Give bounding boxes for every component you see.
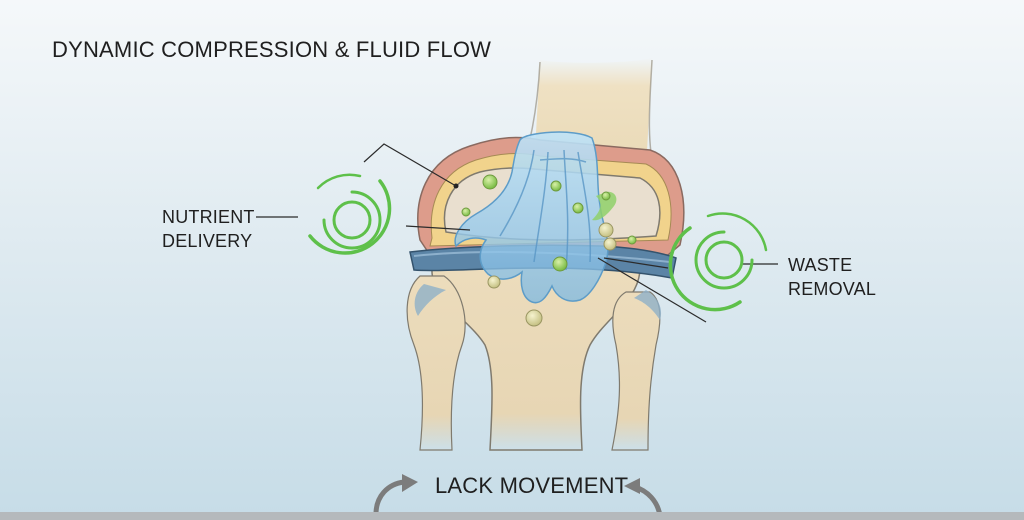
nutrient-cell — [461, 207, 471, 217]
right-cartilage-cap — [634, 290, 662, 320]
ring-outer — [668, 226, 742, 312]
fluid-streaks — [499, 149, 592, 271]
synovial-fluid — [454, 131, 609, 304]
nutrient-cell — [552, 256, 568, 272]
nutrient-cell — [550, 180, 562, 192]
ring-middle — [322, 190, 382, 250]
waste-cell — [525, 309, 543, 327]
waste-cell — [598, 222, 614, 238]
circular-arrow-icon-left — [373, 479, 407, 517]
label-lack-movement: LACK MOVEMENT — [435, 473, 629, 498]
concentric-rings-icon-right — [668, 212, 768, 312]
leader-line-right-meniscus — [603, 257, 669, 269]
nutrient-cell — [482, 174, 498, 190]
label-waste-line1: WASTE — [788, 255, 853, 275]
nutrient-particles — [461, 174, 637, 327]
lateral-bone-left — [406, 275, 466, 451]
ring-inner — [332, 200, 372, 240]
left-cartilage-cap — [414, 284, 446, 316]
leader-line-right-joint — [597, 257, 707, 323]
label-nutrient-line1: NUTRIENT — [162, 207, 255, 227]
ring-outer-arc — [706, 212, 768, 252]
label-nutrient-delivery: NUTRIENT DELIVERY — [162, 205, 255, 253]
concentric-rings-icon-left — [308, 173, 392, 255]
ring-outer — [308, 179, 392, 255]
nutrient-cell — [627, 235, 637, 245]
floor-strip — [0, 512, 1024, 520]
arrowhead-left — [402, 474, 418, 492]
ring-outer-arc — [316, 173, 362, 190]
ring-middle — [694, 230, 754, 290]
waste-cell — [487, 275, 501, 289]
arrowhead-right — [624, 478, 640, 494]
waste-cell — [603, 237, 617, 251]
label-waste-removal: WASTE REMOVAL — [788, 253, 876, 301]
tissue-strand — [592, 191, 617, 221]
ring-inner — [704, 240, 744, 280]
label-nutrient-line2: DELIVERY — [162, 231, 253, 251]
nutrient-cell — [572, 202, 584, 214]
leader-line-top — [363, 143, 457, 187]
label-waste-line2: REMOVAL — [788, 279, 877, 299]
leader-line-left-joint — [405, 225, 471, 231]
tibia — [431, 267, 641, 451]
leader-lines — [256, 143, 778, 323]
fibula — [611, 291, 661, 451]
nutrient-cell — [601, 191, 611, 201]
diagram-title: DYNAMIC COMPRESSION & FLUID FLOW — [52, 37, 492, 62]
